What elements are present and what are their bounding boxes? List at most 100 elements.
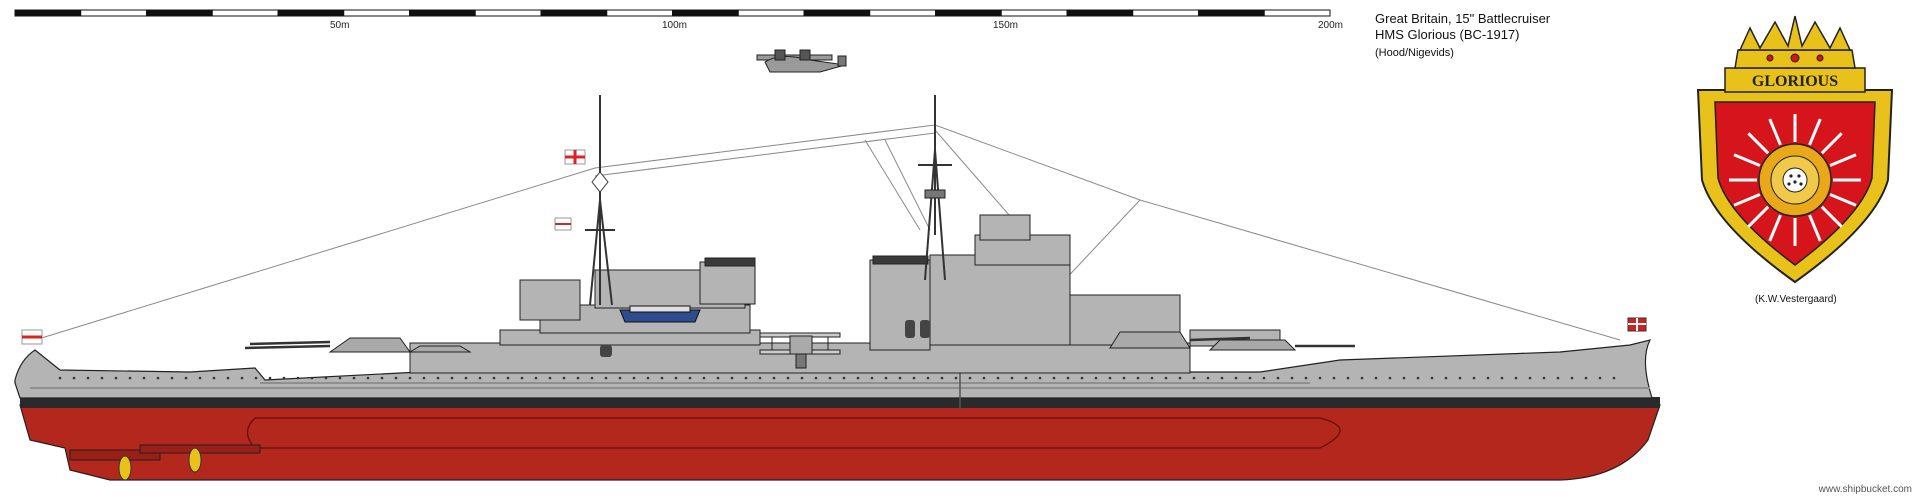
porthole xyxy=(1290,376,1294,380)
sun-ray xyxy=(1808,214,1822,242)
porthole xyxy=(422,376,426,380)
porthole xyxy=(1528,376,1532,380)
porthole xyxy=(1430,376,1434,380)
porthole xyxy=(1346,376,1350,380)
scale-bar xyxy=(14,9,1331,17)
catapult-biplane xyxy=(759,332,841,369)
porthole xyxy=(492,376,496,380)
porthole xyxy=(730,376,734,380)
porthole xyxy=(1304,376,1308,380)
porthole xyxy=(604,376,608,380)
porthole xyxy=(1514,376,1518,380)
sun-ray xyxy=(1829,153,1857,167)
porthole xyxy=(296,376,300,380)
porthole xyxy=(1052,376,1056,380)
porthole xyxy=(156,376,160,380)
porthole xyxy=(1402,376,1406,380)
porthole xyxy=(1416,376,1420,380)
sun-ray xyxy=(1733,153,1761,167)
porthole xyxy=(912,376,916,380)
porthole xyxy=(842,376,846,380)
porthole xyxy=(1234,376,1238,380)
sun-ray xyxy=(1820,205,1843,228)
porthole xyxy=(1374,376,1378,380)
porthole xyxy=(688,376,692,380)
scale-label-100m: 100m xyxy=(662,20,688,31)
porthole xyxy=(1206,376,1210,380)
caption-ship-name: HMS Glorious (BC-1917) xyxy=(1375,27,1520,42)
scale-label-150m: 150m xyxy=(993,20,1019,31)
scale-label-200m: 200m xyxy=(1318,20,1344,31)
caption-authors: (Hood/Nigevids) xyxy=(1375,47,1454,59)
porthole xyxy=(1220,376,1224,380)
porthole xyxy=(870,376,874,380)
porthole xyxy=(1248,376,1252,380)
porthole xyxy=(1108,376,1112,380)
sun-ray xyxy=(1733,193,1761,207)
rigging xyxy=(34,124,1621,341)
porthole xyxy=(590,376,594,380)
ship-crest-badge: GLORIOUS xyxy=(1696,15,1894,284)
porthole xyxy=(1262,376,1266,380)
porthole xyxy=(1360,376,1364,380)
porthole xyxy=(366,376,370,380)
porthole xyxy=(562,376,566,380)
porthole xyxy=(212,376,216,380)
porthole xyxy=(632,376,636,380)
porthole xyxy=(408,376,412,380)
porthole xyxy=(58,376,62,380)
porthole xyxy=(1388,376,1392,380)
porthole xyxy=(1318,376,1322,380)
flying-boat-aircraft xyxy=(756,49,847,73)
porthole xyxy=(380,376,384,380)
porthole xyxy=(506,376,510,380)
porthole xyxy=(338,376,342,380)
porthole xyxy=(1010,376,1014,380)
porthole xyxy=(72,376,76,380)
porthole xyxy=(324,376,328,380)
porthole xyxy=(898,376,902,380)
porthole xyxy=(1164,376,1168,380)
porthole xyxy=(394,376,398,380)
porthole xyxy=(1444,376,1448,380)
porthole xyxy=(1486,376,1490,380)
porthole xyxy=(1612,376,1616,380)
sun-ray xyxy=(1768,214,1782,242)
porthole xyxy=(1276,376,1280,380)
sun-ray xyxy=(1808,118,1822,146)
porthole xyxy=(1500,376,1504,380)
ensign-flags xyxy=(21,149,1647,345)
porthole xyxy=(1080,376,1084,380)
porthole xyxy=(114,376,118,380)
caption-class: Great Britain, 15" Battlecruiser xyxy=(1375,11,1551,26)
porthole xyxy=(618,376,622,380)
porthole xyxy=(716,376,720,380)
porthole xyxy=(478,376,482,380)
porthole xyxy=(1136,376,1140,380)
porthole xyxy=(576,376,580,380)
porthole xyxy=(1458,376,1462,380)
watermark-text: www.shipbucket.com xyxy=(1818,484,1912,495)
porthole xyxy=(1066,376,1070,380)
porthole xyxy=(954,376,958,380)
porthole xyxy=(856,376,860,380)
porthole xyxy=(646,376,650,380)
crest-credit: (K.W.Vestergaard) xyxy=(1755,294,1837,305)
sun-ray xyxy=(1829,193,1857,207)
porthole xyxy=(702,376,706,380)
porthole xyxy=(1094,376,1098,380)
porthole xyxy=(884,376,888,380)
porthole xyxy=(170,376,174,380)
porthole xyxy=(744,376,748,380)
porthole xyxy=(184,376,188,380)
porthole xyxy=(828,376,832,380)
porthole xyxy=(142,376,146,380)
porthole xyxy=(310,376,314,380)
porthole xyxy=(1122,376,1126,380)
porthole xyxy=(996,376,1000,380)
porthole xyxy=(1542,376,1546,380)
porthole xyxy=(772,376,776,380)
porthole xyxy=(128,376,132,380)
porthole xyxy=(100,376,104,380)
